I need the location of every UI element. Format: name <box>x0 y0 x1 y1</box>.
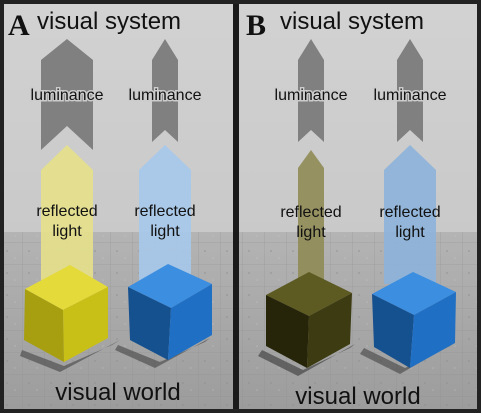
panel-b-letter: B <box>246 9 266 42</box>
panel-a-col2-reflected-line2: light <box>150 223 180 240</box>
panel-a-blue-cube <box>115 264 212 368</box>
panel-a-col2-reflected-line1: reflected <box>134 203 195 220</box>
panel-a-col2-reflected-arrow <box>139 145 191 284</box>
panel-a-col1-reflected-line2: light <box>52 223 82 240</box>
panel-a-title: visual system <box>37 8 181 35</box>
panel-a-bottom-label: visual world <box>55 379 180 406</box>
panel-divider <box>233 0 239 413</box>
panel-a-letter: A <box>8 9 30 42</box>
panel-a: A visual system luminance reflected ligh… <box>4 4 233 409</box>
panel-a-col2-luminance-label: luminance <box>129 87 202 104</box>
panel-b-col2-reflected-line1: reflected <box>379 204 440 221</box>
panel-a-col1-reflected-line1: reflected <box>36 203 97 220</box>
panel-b-bottom-label: visual world <box>295 383 420 410</box>
panel-b-col1-luminance-label: luminance <box>275 87 348 104</box>
panel-b-col2-luminance-label: luminance <box>374 87 447 104</box>
panel-b-col1-luminance-arrow <box>298 39 324 142</box>
panel-a-col1-luminance-label: luminance <box>31 87 104 104</box>
panel-a-col2-luminance-arrow <box>152 39 178 142</box>
panel-b-title: visual system <box>280 8 424 35</box>
panel-b-col1-reflected-line1: reflected <box>280 204 341 221</box>
panel-a-col1-luminance-arrow <box>41 39 93 150</box>
panel-a-yellow-cube <box>20 265 120 372</box>
panel-b: B visual system luminance reflected ligh… <box>239 4 477 410</box>
panel-b-col2-luminance-arrow <box>397 39 423 142</box>
panel-b-blue-cube <box>360 272 456 374</box>
panel-b-col1-reflected-arrow <box>298 150 324 284</box>
panel-a-col1-reflected-arrow <box>41 145 93 284</box>
panel-b-col1-reflected-line2: light <box>296 224 326 241</box>
panel-b-col2-reflected-arrow <box>384 145 436 284</box>
panel-b-col2-reflected-line2: light <box>395 224 425 241</box>
panel-b-dark-cube <box>258 272 355 376</box>
